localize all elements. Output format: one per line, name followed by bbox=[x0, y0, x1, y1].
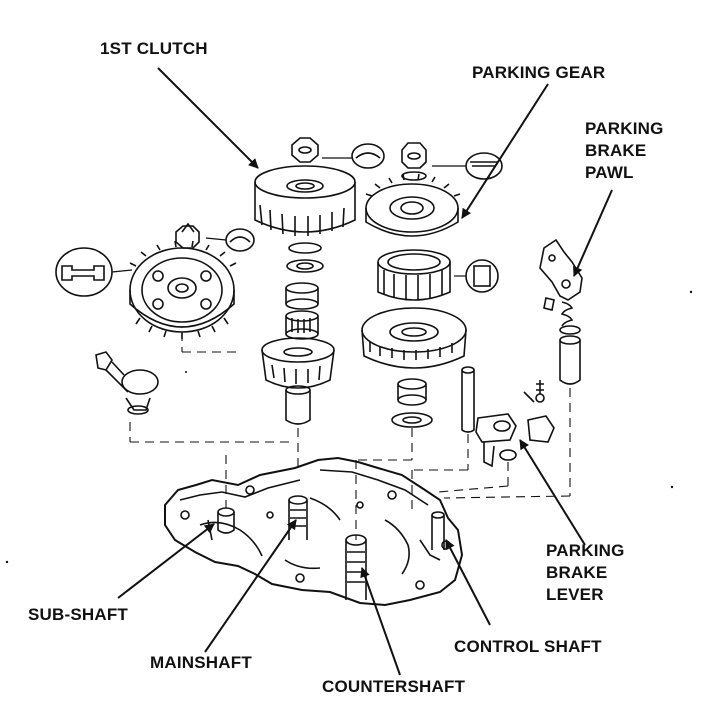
control-shaft-label: CONTROL SHAFT bbox=[454, 637, 602, 656]
transmission-housing bbox=[164, 456, 464, 607]
mainshaft-label: MAINSHAFT bbox=[150, 653, 252, 672]
sub-shaft-gear-assembly bbox=[95, 222, 237, 415]
detail-callouts bbox=[55, 143, 503, 297]
parking-brake-pawl-line-2: BRAKE bbox=[585, 141, 647, 160]
parking-brake-lever-line-3: LEVER bbox=[546, 585, 604, 604]
first-clutch-assembly bbox=[254, 137, 356, 425]
parking-brake-lever-assembly bbox=[461, 366, 555, 468]
parking-gear-label: PARKING GEAR bbox=[472, 63, 606, 82]
parking-brake-lever-label: PARKING BRAKE LEVER bbox=[546, 540, 625, 606]
parking-brake-lever-line-2: BRAKE bbox=[546, 563, 608, 582]
parking-brake-pawl-label: PARKING BRAKE PAWL bbox=[585, 118, 664, 184]
parking-brake-pawl-assembly bbox=[539, 238, 583, 385]
countershaft-label: COUNTERSHAFT bbox=[322, 677, 466, 696]
parking-brake-pawl-line-1: PARKING bbox=[585, 119, 664, 138]
sub-shaft-label: SUB-SHAFT bbox=[28, 605, 129, 624]
parking-gear-assembly bbox=[361, 142, 467, 428]
leader-arrows bbox=[117, 67, 613, 676]
parking-brake-lever-line-1: PARKING bbox=[546, 541, 625, 560]
alignment-lines bbox=[129, 332, 571, 540]
scan-specks bbox=[5, 290, 693, 564]
first-clutch-label: 1ST CLUTCH bbox=[100, 39, 208, 58]
parking-brake-pawl-line-3: PAWL bbox=[585, 163, 634, 182]
